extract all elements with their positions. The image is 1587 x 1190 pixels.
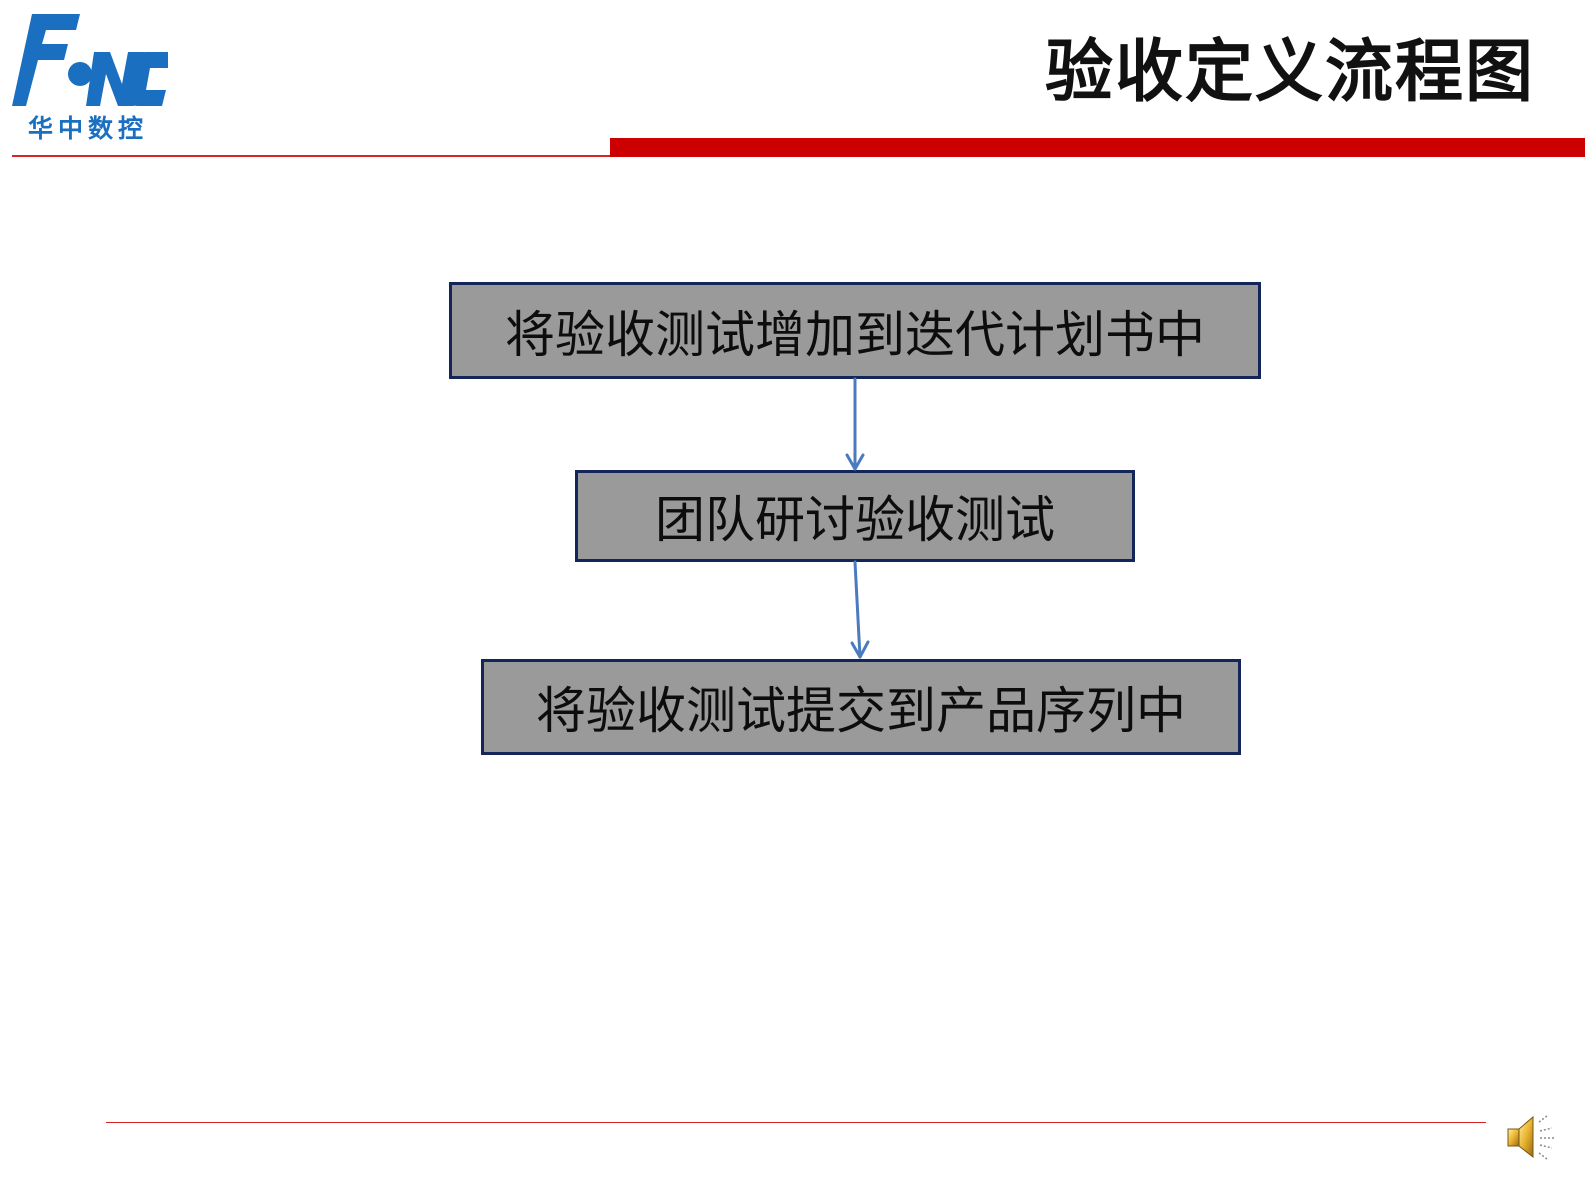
header-divider-thin (12, 155, 612, 157)
logo-caption: 华中数控 (28, 114, 148, 143)
speaker-icon[interactable] (1505, 1110, 1561, 1164)
flow-step-2: 团队研讨验收测试 (575, 470, 1135, 562)
arrow-step2-to-step3 (850, 560, 870, 659)
arrow-step1-to-step2 (845, 377, 865, 471)
page-title: 验收定义流程图 (1044, 33, 1535, 112)
flow-step-3: 将验收测试提交到产品序列中 (481, 659, 1241, 755)
hnc-logo-icon: 华中数控 (12, 14, 168, 143)
footer-divider (106, 1122, 1486, 1123)
header-divider-bar (610, 138, 1585, 157)
flow-step-1: 将验收测试增加到迭代计划书中 (449, 282, 1261, 379)
